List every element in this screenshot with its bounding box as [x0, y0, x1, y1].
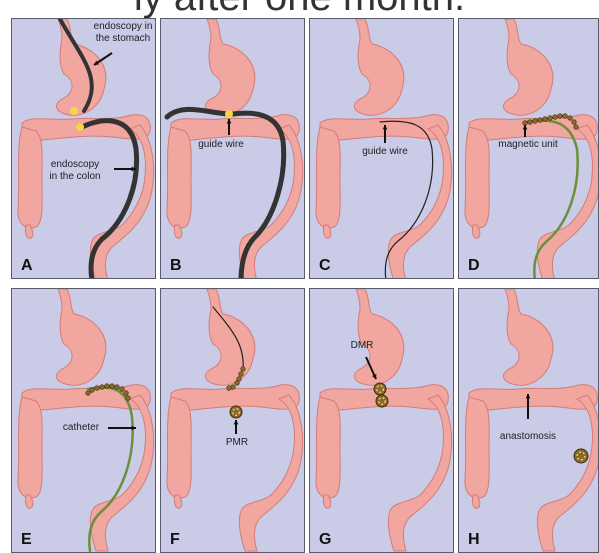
- descending-colon: [537, 395, 599, 551]
- anatomy-illustration: [12, 19, 156, 279]
- label-endoscopy-stomach: endoscopy in the stomach: [90, 21, 156, 45]
- magnet-bead: [120, 387, 125, 392]
- descending-colon: [239, 395, 302, 551]
- magnet-bead: [574, 125, 579, 130]
- ascending-colon: [167, 127, 191, 228]
- ascending-colon: [465, 127, 489, 228]
- label-guide-wire: guide wire: [355, 146, 415, 158]
- magnet-bead: [538, 118, 543, 123]
- panel-f: PMR F: [160, 288, 305, 553]
- ascending-colon: [167, 397, 191, 498]
- magnet-bead: [90, 388, 95, 393]
- magnet-bead: [105, 384, 110, 389]
- magnet-bead: [553, 115, 558, 120]
- guide-wire: [380, 121, 433, 279]
- anatomy-illustration: [12, 289, 156, 553]
- magnet-bead: [548, 116, 553, 121]
- magnet-bead: [86, 391, 91, 396]
- panel-d: magnetic unit D: [458, 18, 599, 279]
- magnet-bead: [528, 120, 533, 125]
- panel-letter: G: [319, 531, 331, 549]
- descending-colon: [90, 395, 153, 551]
- magnet-bead: [241, 367, 246, 372]
- panel-e: catheter E: [11, 288, 156, 553]
- magnet-bead: [110, 384, 115, 389]
- panel-letter: B: [170, 257, 182, 275]
- label-guide-wire: guide wire: [191, 139, 251, 151]
- stomach: [205, 289, 254, 385]
- stomach: [354, 289, 403, 385]
- panel-c: guide wire C: [309, 18, 454, 279]
- magnet-bead: [227, 386, 232, 391]
- panel-letter: C: [319, 257, 331, 275]
- magnet-bead: [523, 121, 528, 126]
- pmr-magnet: [230, 406, 242, 418]
- magnet-bead: [572, 120, 577, 125]
- label-anastomosis: anastomosis: [493, 431, 563, 443]
- descending-colon: [90, 125, 153, 279]
- marker: [70, 107, 78, 115]
- descending-colon: [388, 395, 451, 551]
- magnet-bead: [533, 119, 538, 124]
- scope-upper: [167, 109, 227, 117]
- ascending-colon: [465, 397, 489, 498]
- label-catheter: catheter: [56, 422, 106, 434]
- magnet-bead: [568, 116, 573, 121]
- panel-letter: H: [468, 531, 480, 549]
- label-pmr: PMR: [221, 437, 253, 449]
- ascending-colon: [316, 127, 340, 228]
- anatomy-illustration: [310, 289, 454, 553]
- magnet-bead: [563, 114, 568, 119]
- magnet-bead: [115, 385, 120, 390]
- figure-title-fragment: ly after one month.: [0, 0, 599, 20]
- stomach: [354, 19, 403, 115]
- ascending-colon: [316, 397, 340, 498]
- magnet-bead: [100, 385, 105, 390]
- anatomy-illustration: [459, 289, 599, 553]
- panel-letter: E: [21, 531, 32, 549]
- magnet-bead: [558, 114, 563, 119]
- magnet-bead: [126, 396, 131, 401]
- panel-a: endoscopy in the stomach endoscopy in th…: [11, 18, 156, 279]
- magnet-bead: [543, 117, 548, 122]
- marker: [225, 110, 233, 118]
- stomach: [56, 289, 105, 385]
- magnet-bead: [235, 381, 240, 386]
- magnet-bead: [124, 391, 129, 396]
- panel-b: guide wire B: [160, 18, 305, 279]
- ascending-colon: [18, 127, 42, 228]
- dmr-magnet: [374, 383, 386, 395]
- label-dmr: DMR: [346, 340, 378, 352]
- magnet-bead: [95, 386, 100, 391]
- anatomy-illustration: [161, 289, 305, 553]
- panel-h: anastomosis H: [458, 288, 599, 553]
- magnet-bead: [239, 372, 244, 377]
- stomach: [205, 19, 254, 115]
- pointer-arrow-head: [234, 420, 239, 424]
- label-endoscopy-colon: endoscopy in the colon: [44, 159, 106, 183]
- panel-letter: D: [468, 257, 480, 275]
- ascending-colon: [18, 397, 42, 498]
- marker: [76, 123, 84, 131]
- panel-letter: A: [21, 257, 33, 275]
- transverse-colon: [469, 385, 597, 410]
- transverse-colon: [22, 385, 150, 410]
- stomach: [503, 19, 552, 115]
- stomach: [503, 289, 552, 385]
- magnet-pair: [574, 449, 588, 463]
- panel-letter: F: [170, 531, 180, 549]
- panel-g: DMR G: [309, 288, 454, 553]
- label-magnetic-unit: magnetic unit: [493, 139, 563, 151]
- pmr-magnet: [376, 395, 388, 407]
